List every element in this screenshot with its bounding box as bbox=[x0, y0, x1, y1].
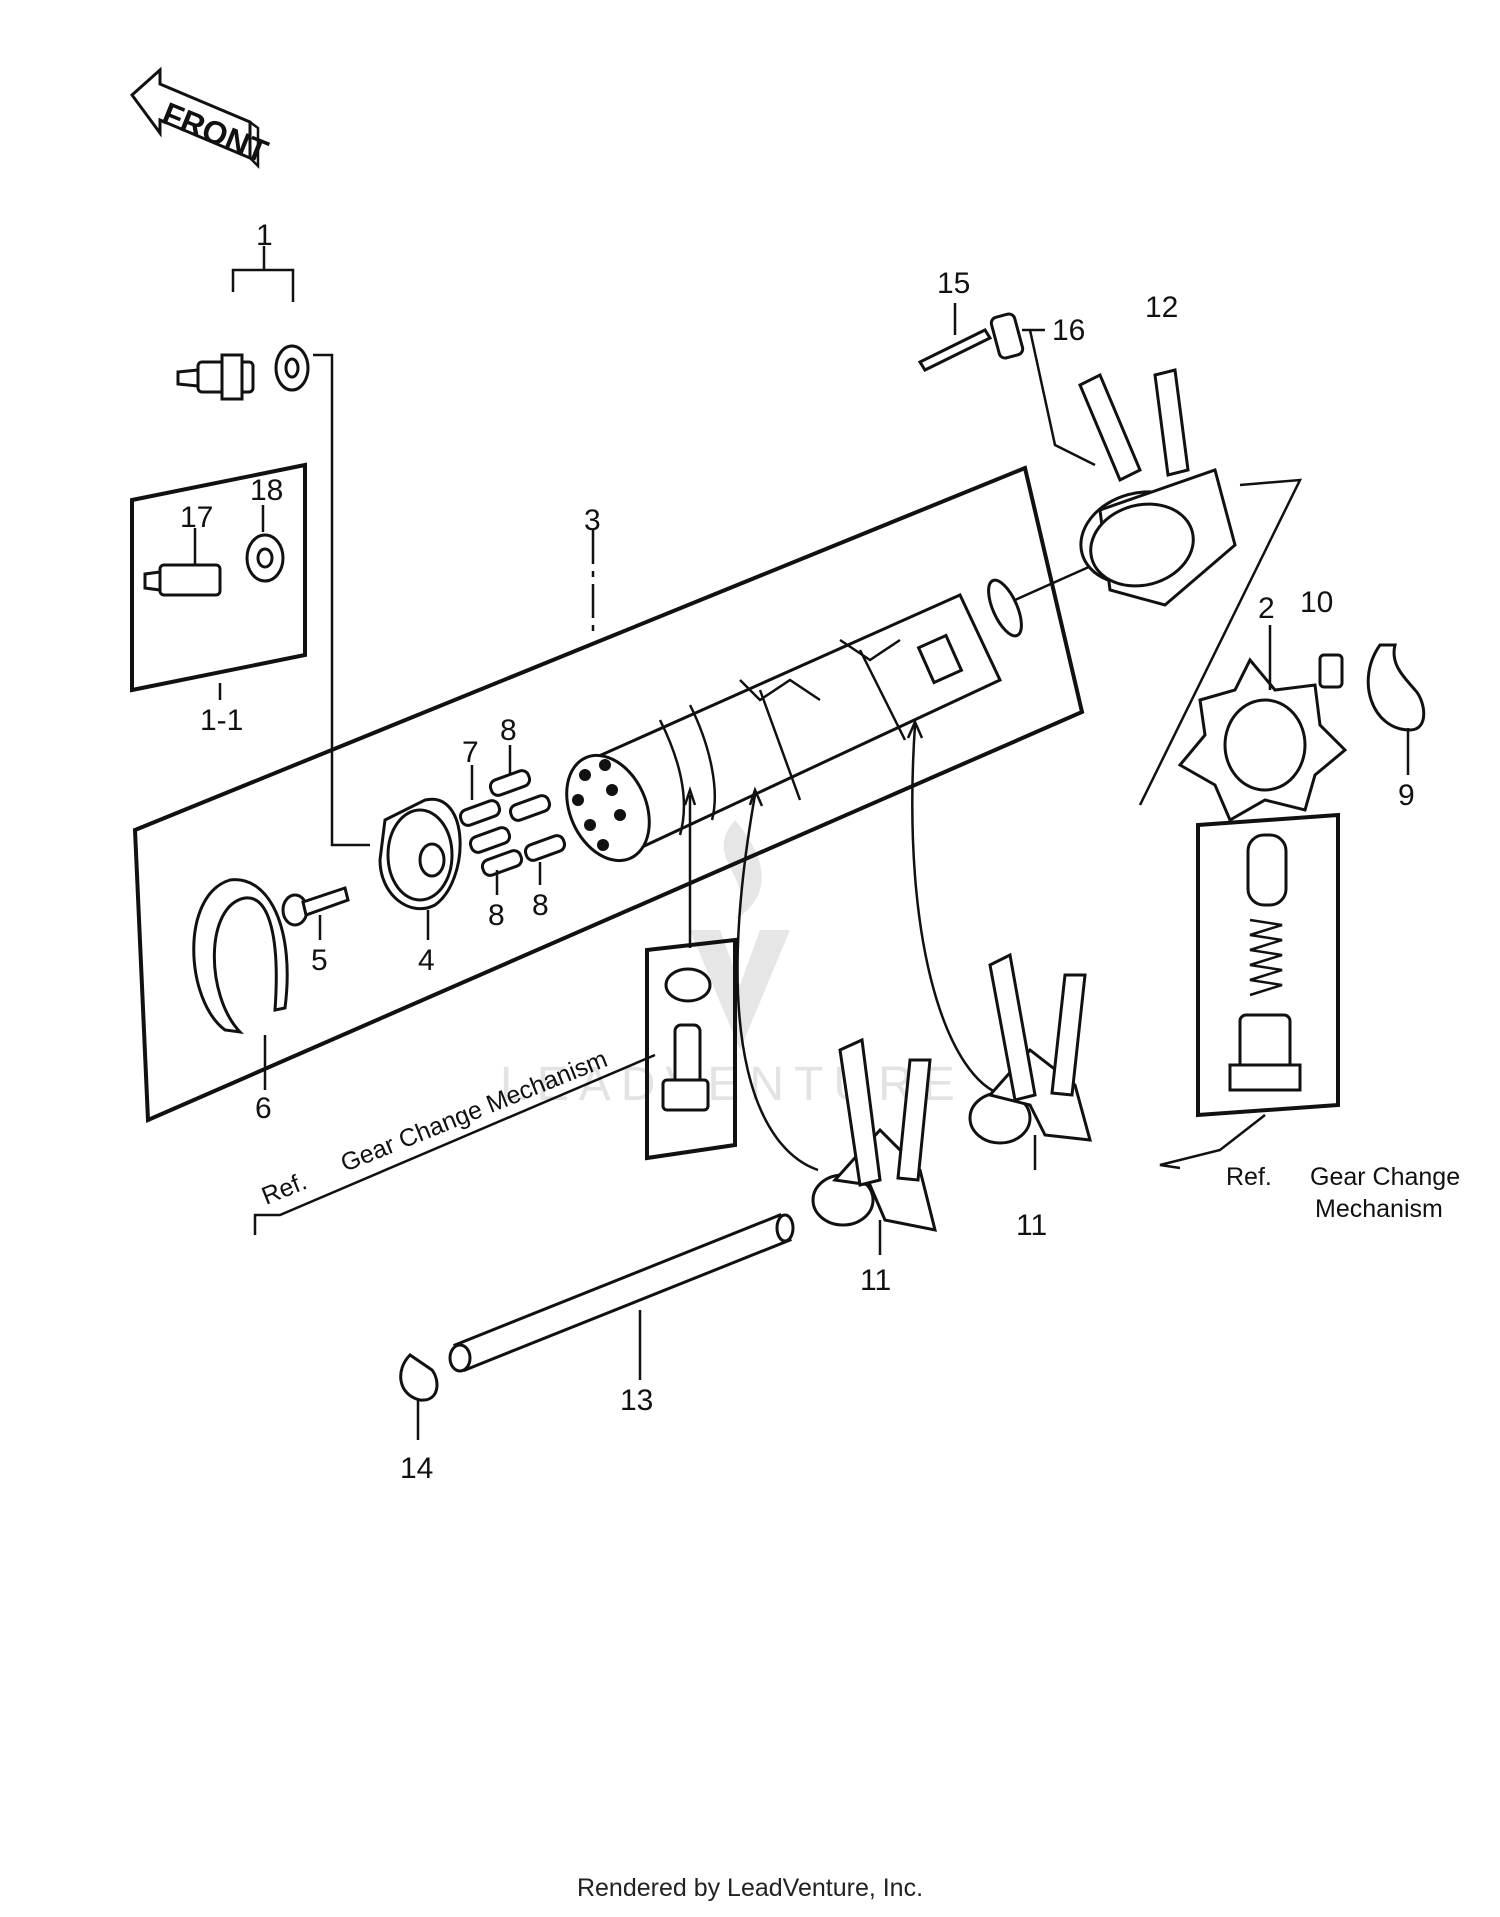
watermark-text: LEADVENTURE bbox=[500, 1058, 965, 1111]
callout-7: 7 bbox=[462, 736, 479, 769]
part-2-star-plate bbox=[1138, 478, 1348, 823]
right-ref-box bbox=[1159, 812, 1340, 1170]
part-15-cotter-pin bbox=[917, 303, 993, 372]
front-direction-arrow: FRONT bbox=[129, 66, 273, 170]
part-11-shift-fork-left bbox=[811, 1037, 938, 1255]
ref-left: Ref. Gear Change Mechanism bbox=[258, 1045, 612, 1211]
callout-3: 3 bbox=[584, 504, 601, 537]
part-4-plate bbox=[378, 797, 462, 940]
part-5-screw bbox=[281, 886, 350, 940]
ref-right-prefix: Ref. bbox=[1226, 1163, 1272, 1191]
ref-right: Ref. Gear Change Mechanism bbox=[1226, 1163, 1460, 1223]
callout-15: 15 bbox=[937, 267, 970, 300]
callout-11-right: 11 bbox=[1016, 1209, 1047, 1242]
part-3-drum-assembly-frame bbox=[132, 465, 1085, 1123]
callout-8-top: 8 bbox=[500, 714, 517, 747]
part-11-shift-fork-right bbox=[968, 952, 1093, 1170]
watermark-logo: LEADVENTURE bbox=[500, 820, 965, 1111]
ref-right-line1: Gear Change bbox=[1310, 1163, 1460, 1191]
part-6-circlip bbox=[192, 878, 289, 1090]
part-1-neutral-switch bbox=[176, 246, 370, 847]
part-7-8-pins bbox=[458, 745, 567, 895]
ref-left-text: Gear Change Mechanism bbox=[337, 1045, 612, 1178]
callout-12: 12 bbox=[1145, 291, 1178, 324]
part-16-pin bbox=[989, 312, 1045, 360]
part-14-circlip bbox=[399, 1353, 439, 1440]
callout-1: 1 bbox=[256, 219, 273, 252]
callout-11-left: 11 bbox=[860, 1264, 891, 1297]
ref-right-line2: Mechanism bbox=[1315, 1195, 1443, 1223]
callout-5: 5 bbox=[311, 944, 328, 977]
callout-9: 9 bbox=[1398, 779, 1415, 812]
part-9-circlip bbox=[1366, 643, 1426, 775]
callout-1-1: 1-1 bbox=[200, 704, 243, 737]
callout-16: 16 bbox=[1052, 314, 1085, 347]
shift-drum bbox=[565, 560, 1101, 863]
callout-18: 18 bbox=[250, 474, 283, 507]
callout-13: 13 bbox=[620, 1384, 653, 1417]
part-13-fork-shaft bbox=[448, 1213, 795, 1380]
footer-credit: Rendered by LeadVenture, Inc. bbox=[576, 1874, 924, 1902]
fork-guide-arrows bbox=[736, 718, 1004, 1172]
left-ref-box bbox=[253, 786, 737, 1235]
part-10-plug bbox=[1318, 653, 1344, 689]
part-12-shift-fork bbox=[1028, 329, 1237, 607]
callout-labels: 1 1-1 2 3 4 5 6 7 8 8 8 9 10 11 11 12 13… bbox=[180, 219, 1415, 1485]
callout-6: 6 bbox=[255, 1092, 272, 1125]
callout-14: 14 bbox=[400, 1452, 433, 1485]
callout-8-left: 8 bbox=[488, 899, 505, 932]
option-box-1-1 bbox=[130, 462, 307, 700]
callout-4: 4 bbox=[418, 944, 435, 977]
callout-10: 10 bbox=[1300, 586, 1333, 619]
callout-8-right: 8 bbox=[532, 889, 549, 922]
callout-17: 17 bbox=[180, 501, 213, 534]
callout-2: 2 bbox=[1258, 592, 1275, 625]
